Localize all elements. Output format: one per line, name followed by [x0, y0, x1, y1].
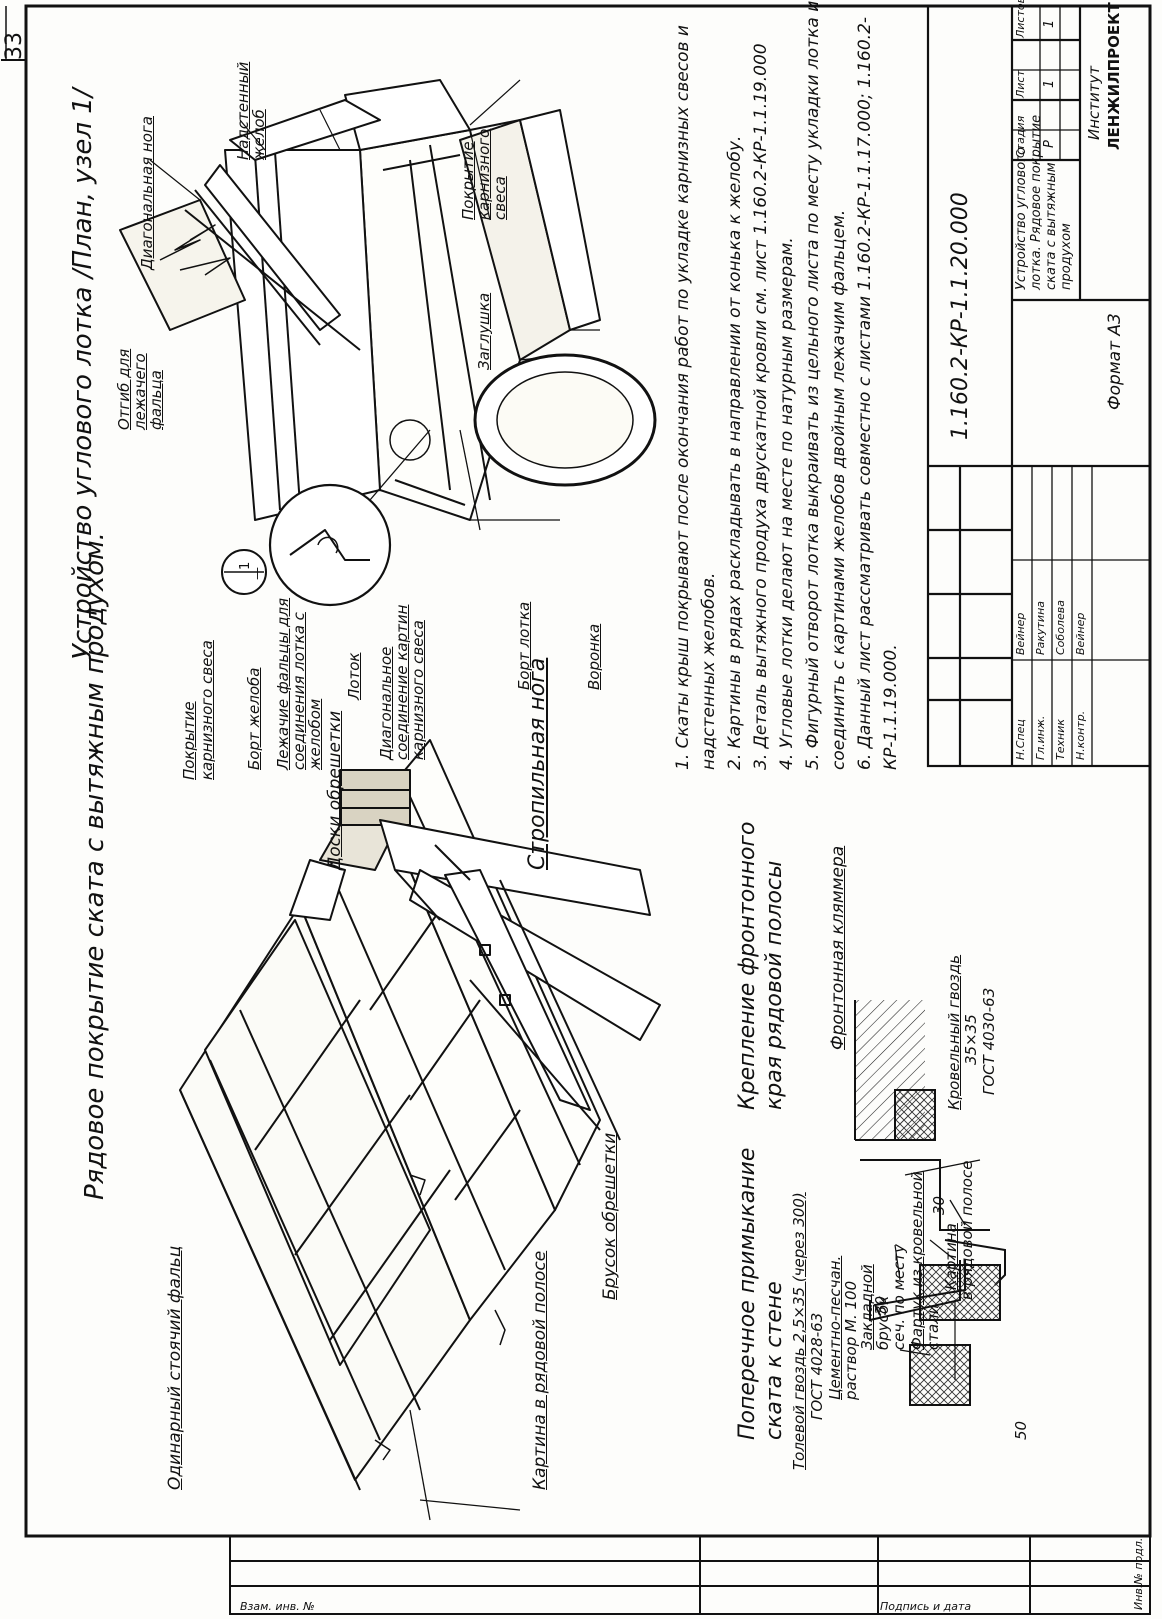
name-1: Вейнер: [1014, 612, 1027, 655]
gable-clamp-section: [869, 1239, 1001, 1406]
label-lying-folds: Лежачие фальцы для соединения лотка с же…: [274, 597, 324, 770]
fastening-title: Крепление фронтонного: [735, 821, 760, 1110]
junction-title: Поперечное примыкание: [735, 1147, 760, 1440]
note-5: 5. Фигурный отворот лотка выкраивать из …: [803, 0, 849, 770]
note-6: 6. Данный лист рассматривать совместно с…: [855, 16, 901, 770]
fastening-dim-2: 50: [1012, 1420, 1030, 1440]
label-bar: Брусок обрешетки: [600, 1132, 620, 1300]
label-boards: Доски обрешетки: [325, 710, 345, 870]
wall-junction-section: [854, 1000, 1006, 1286]
role-2: Гл.инж.: [1034, 715, 1047, 760]
stage-value: Р: [1042, 140, 1057, 148]
label-fold: Одинарный стоячий фальц: [165, 1245, 185, 1490]
notes-block: 1. Скаты крыш покрывают после окончания …: [670, 0, 904, 770]
junction-nail: Толевой гвоздь 2,5×35 (через 300): [790, 1192, 808, 1470]
fastening-clamp: Фронтонная кляммера: [828, 845, 848, 1050]
title-block: [926, 4, 1152, 768]
fastening-nail-2: 35×35: [962, 1014, 980, 1065]
junction-title-2: ската к стене: [762, 1281, 787, 1440]
angular-tray-isometric: [119, 79, 657, 607]
sheets-value: 1: [1042, 19, 1057, 28]
junction-picture-2: в рядовой полосе: [958, 1160, 976, 1300]
junction-steel-2: стали: [924, 1304, 942, 1350]
callout-circle: [268, 483, 392, 607]
node-denominator: —: [250, 567, 265, 580]
note-4: 4. Угловые лотки делают на месте по нату…: [777, 237, 797, 770]
junction-bar-3: сеч. по месту: [890, 1243, 908, 1350]
sheets-header: Листов: [1014, 0, 1027, 38]
fastening-nail: Кровельный гвоздь: [945, 954, 963, 1110]
label-bend: Отгиб для лежачего фальца: [115, 348, 165, 430]
name-4: Вейнер: [1074, 612, 1087, 655]
name-2: Ракутина: [1034, 600, 1047, 655]
fastening-dim-1: 30: [872, 1295, 890, 1315]
roof-isometric: [179, 739, 661, 1521]
note-1: 1. Скаты крыш покрывают после окончания …: [673, 25, 719, 770]
fastening-title-2: края рядовой полосы: [762, 860, 787, 1110]
label-gutter-board: Борт желоба: [245, 667, 263, 770]
label-diagonal: Диагональное соединение картин карнизног…: [377, 604, 427, 760]
label-tray: Лоток: [345, 652, 363, 700]
role-1: Н.Спец: [1014, 719, 1027, 760]
institute-name-2: ЛЕНЖИЛПРОЕКТ: [1105, 2, 1123, 150]
stage-header: Стадия: [1014, 115, 1027, 158]
label-roof-cover: Покрытие карнизного свеса: [180, 640, 216, 780]
label-tray-board: Борт лотка: [515, 601, 533, 690]
junction-gost: ГОСТ 4028-63: [808, 1312, 826, 1420]
document-code: 1.160.2-КР-1.1.20.000: [948, 192, 973, 440]
label-picture: Картина в рядовой полосе: [530, 1250, 550, 1490]
note-2: 2. Картины в рядах раскладывать в направ…: [725, 135, 745, 770]
note-3: 3. Деталь вытяжного продуха двускатной к…: [751, 43, 771, 770]
label-plug: Заглушка: [475, 292, 493, 370]
sheet-header: Лист: [1014, 70, 1027, 98]
side-stamp: [229, 1535, 1151, 1615]
role-4: Н.контр.: [1074, 710, 1087, 760]
right-drawing-title: Устройство углового лотка /План, узел 1/: [68, 88, 98, 660]
role-3: Техник: [1054, 719, 1067, 760]
label-funnel: Воронка: [585, 623, 603, 690]
title-description-4: продухом: [1059, 223, 1074, 290]
title-description-3: ската с вытяжным: [1044, 162, 1059, 290]
label-ridge-leg: Диагональная нога: [138, 116, 156, 270]
fastening-gost: ГОСТ 4030-63: [980, 987, 998, 1095]
title-description: Устройство углового: [1014, 147, 1029, 290]
page-number: 33: [2, 32, 27, 60]
label-wall-gutter: Надстенный желоб: [234, 61, 268, 160]
name-3: Соболева: [1054, 600, 1067, 655]
institute-name: Институт: [1085, 65, 1103, 140]
stamp-signature: Подпись и дата: [880, 1600, 972, 1613]
junction-dim: 30: [930, 1195, 948, 1215]
sheet-value: 1: [1042, 79, 1057, 88]
stamp-inventory: Инв.№ подл.: [1132, 1537, 1145, 1610]
stamp-replace: Взам. инв. №: [240, 1600, 315, 1613]
label-cornice-cover: Покрытие карнизного свеса: [459, 128, 509, 220]
format-label: Формат А3: [1105, 313, 1125, 410]
